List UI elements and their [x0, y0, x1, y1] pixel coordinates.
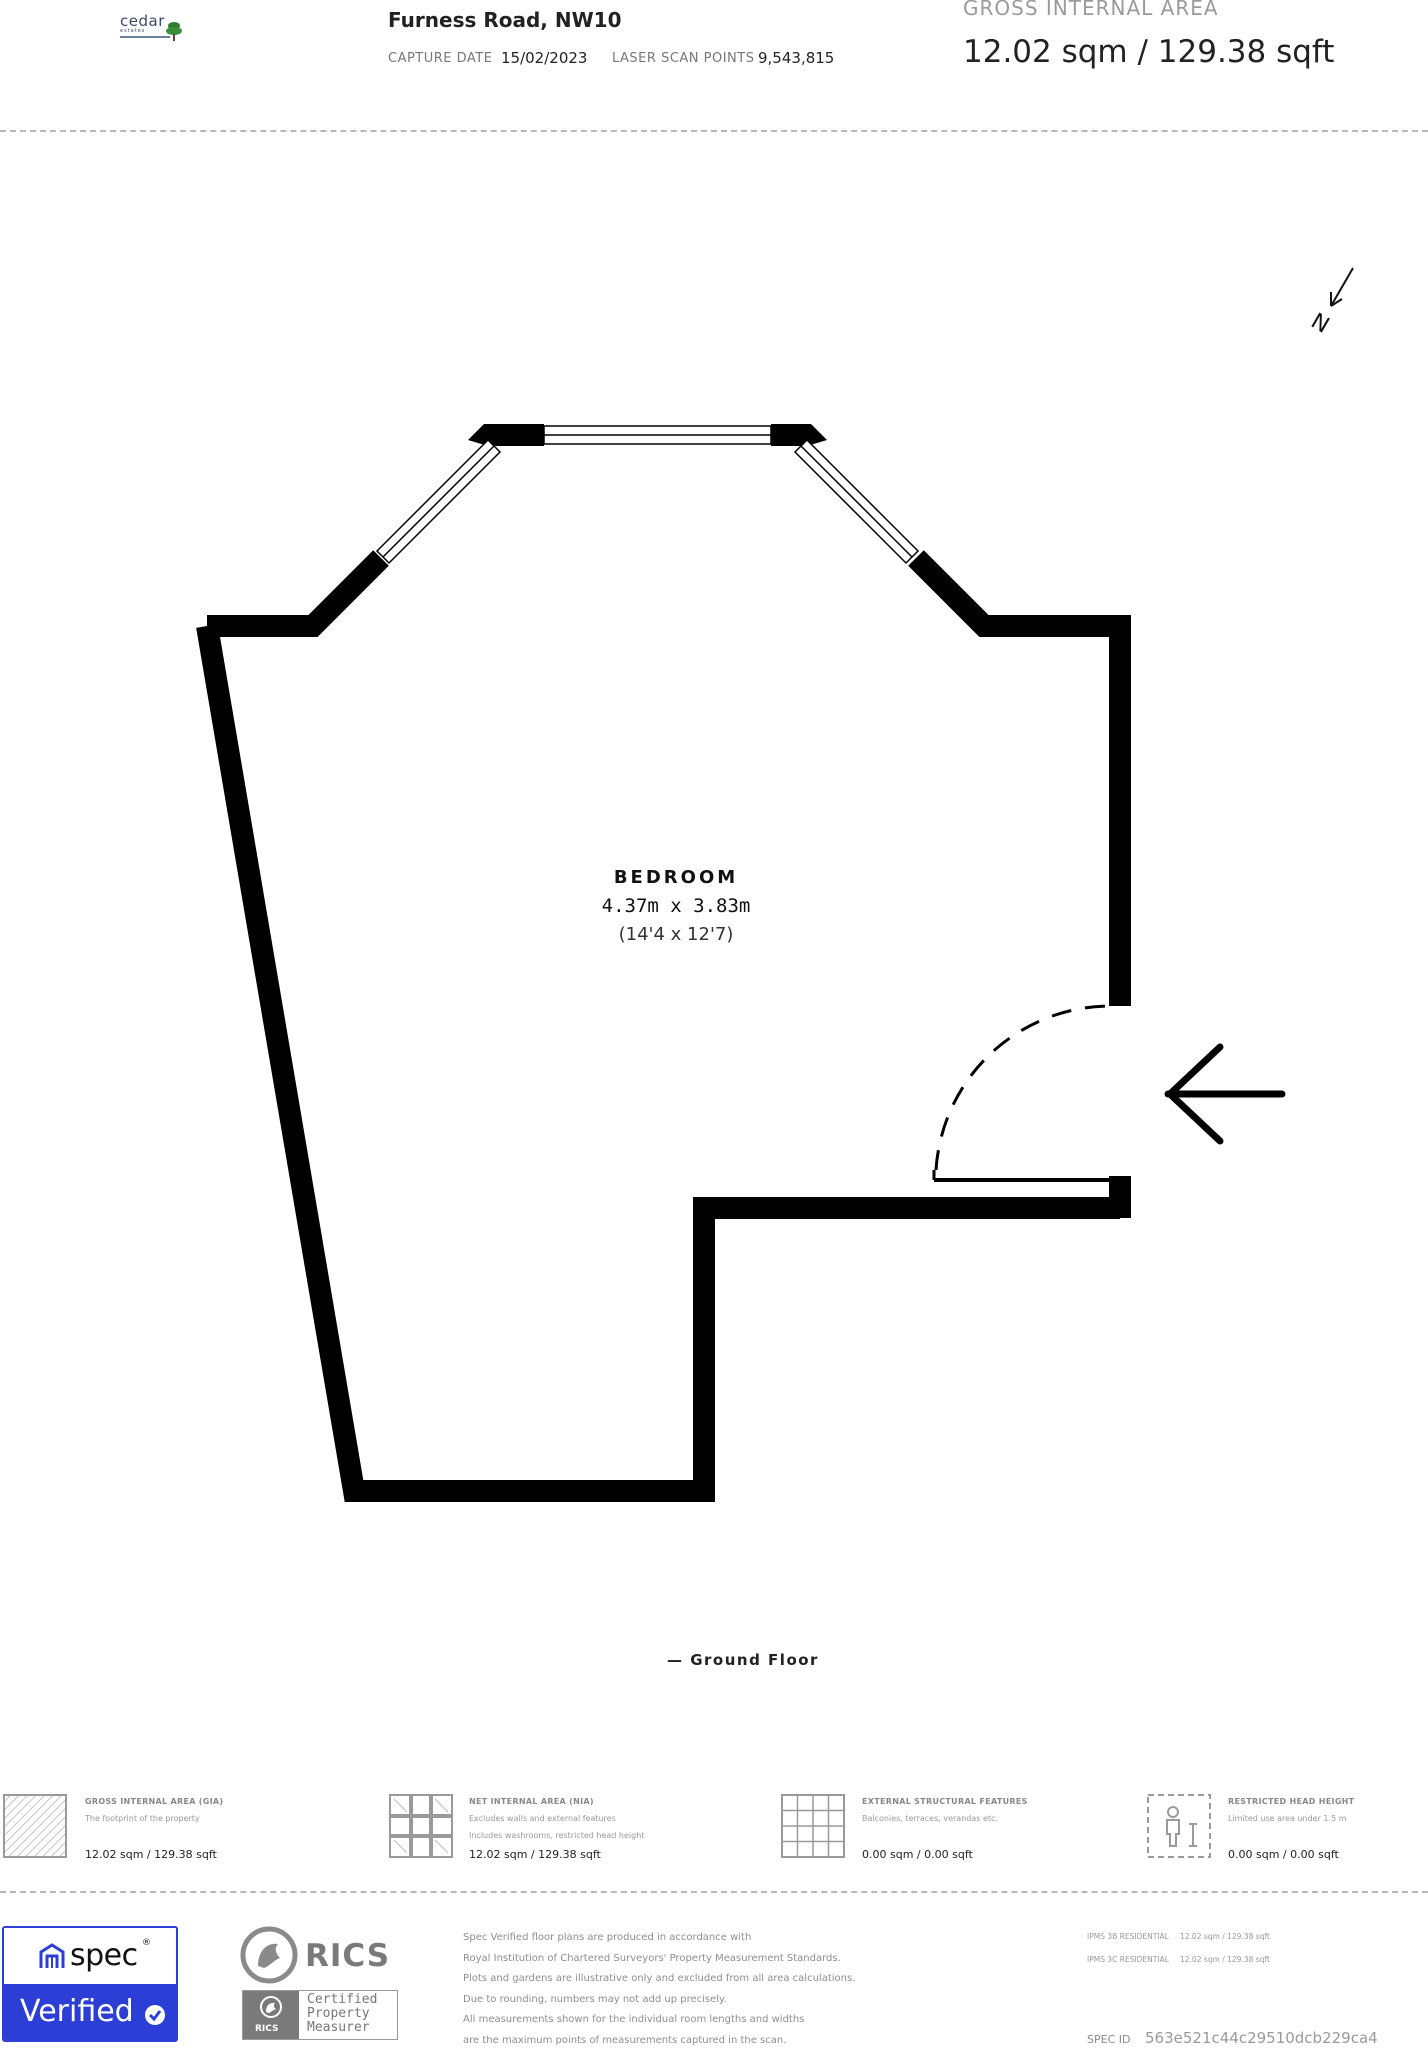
verified-label: Verified [20, 1994, 134, 2029]
legend-head-title: RESTRICTED HEAD HEIGHT [1228, 1797, 1354, 1806]
gia-hatch-icon [3, 1794, 67, 1858]
spec-id-label: SPEC ID [1087, 2033, 1130, 2046]
legend-gia-title: GROSS INTERNAL AREA (GIA) [85, 1797, 223, 1806]
room-name: BEDROOM [614, 867, 738, 888]
ipms-3c-label: IPMS 3C RESIDENTIAL [1087, 1955, 1169, 1964]
rics-mini-badge: RICS [243, 1991, 299, 2039]
rics-lion-icon [240, 1926, 298, 1984]
legend-gia-desc: The footprint of the property [85, 1814, 200, 1823]
ipms-3b-value: 12.02 sqm / 129.38 sqft [1180, 1932, 1270, 1941]
spec-id-value: 563e521c44c29510dcb229ca4 [1145, 2029, 1378, 2047]
property-address: Furness Road, NW10 [388, 8, 622, 32]
legend-external-title: EXTERNAL STRUCTURAL FEATURES [862, 1797, 1028, 1806]
disclaimer-line: Royal Institution of Chartered Surveyors… [463, 1949, 903, 1970]
spec-wordmark: spec [70, 1938, 138, 1973]
head-height-icon [1147, 1794, 1211, 1858]
arrow-left-icon [1168, 1047, 1282, 1141]
legend-nia: NET INTERNAL AREA (NIA) Excludes walls a… [389, 1792, 769, 1862]
legend-nia-title: NET INTERNAL AREA (NIA) [469, 1797, 594, 1806]
legend-external-value: 0.00 sqm / 0.00 sqft [862, 1848, 973, 1861]
logo-tagline-bar [120, 36, 170, 38]
disclaimer-line: Spec Verified floor plans are produced i… [463, 1928, 903, 1949]
legend-head-height: RESTRICTED HEAD HEIGHT Limited use area … [1147, 1792, 1427, 1862]
legend-nia-desc-1: Excludes walls and external features [469, 1814, 616, 1823]
spec-house-icon [38, 1942, 66, 1970]
grid-icon [781, 1794, 845, 1858]
cedar-estates-logo: cedar estates [120, 14, 184, 48]
rics-cert-line-3: Measurer [307, 2021, 377, 2035]
room-dimensions-metric: 4.37m x 3.83m [602, 895, 751, 917]
room-walls [207, 424, 1131, 1491]
capture-date-value: 15/02/2023 [501, 49, 587, 67]
rics-mini-label: RICS [255, 2024, 279, 2034]
rics-cert-line-2: Property [307, 2007, 377, 2021]
legend-external-desc: Balconies, terraces, verandas etc. [862, 1814, 998, 1823]
floor-plan: N BEDROOM 4.37m x 3.83m (14 [0, 130, 1428, 1550]
legend-head-value: 0.00 sqm / 0.00 sqft [1228, 1848, 1339, 1861]
laser-scan-value: 9,543,815 [758, 49, 834, 67]
gia-value: 12.02 sqm / 129.38 sqft [963, 34, 1334, 70]
rics-certified-box: RICS Certified Property Measurer [242, 1990, 398, 2040]
check-badge-icon [144, 2004, 166, 2026]
ipms-3b-label: IPMS 3B RESIDENTIAL [1087, 1932, 1169, 1941]
disclaimer-text: Spec Verified floor plans are produced i… [463, 1928, 903, 2051]
capture-date-label: CAPTURE DATE [388, 51, 492, 66]
laser-scan-label: LASER SCAN POINTS [612, 51, 754, 66]
door-swing [934, 1006, 1112, 1180]
legend-external: EXTERNAL STRUCTURAL FEATURES Balconies, … [781, 1792, 1141, 1862]
windows [377, 426, 918, 563]
gia-title: GROSS INTERNAL AREA [963, 0, 1219, 20]
tree-icon [164, 20, 184, 42]
legend-gia: GROSS INTERNAL AREA (GIA) The footprint … [3, 1792, 383, 1862]
legend-gia-value: 12.02 sqm / 129.38 sqft [85, 1848, 217, 1861]
legend-head-desc: Limited use area under 1.5 m [1228, 1814, 1347, 1823]
rics-mini-lion-icon [257, 1995, 285, 2019]
rics-wordmark: RICS [305, 1938, 390, 1974]
spec-verified-badge: spec ® Verified [2, 1926, 178, 2042]
ipms-3c-value: 12.02 sqm / 129.38 sqft [1180, 1955, 1270, 1964]
registered-mark: ® [142, 1938, 151, 1948]
compass-north-label: N [1308, 306, 1335, 336]
compass-icon: N [1308, 268, 1353, 336]
room-dimensions-imperial: (14'4 x 12'7) [619, 924, 734, 945]
footer-divider [0, 1891, 1428, 1893]
rics-cert-line-1: Certified [307, 1993, 377, 2007]
legend-nia-value: 12.02 sqm / 129.38 sqft [469, 1848, 601, 1861]
disclaimer-line: Plots and gardens are illustrative only … [463, 1969, 903, 1990]
nia-plan-icon [389, 1794, 453, 1858]
floor-label: — Ground Floor [667, 1651, 819, 1669]
legend-nia-desc-2: Includes washrooms, restricted head heig… [469, 1831, 644, 1840]
disclaimer-line: Due to rounding, numbers may not add up … [463, 1990, 903, 2011]
disclaimer-line: All measurements shown for the individua… [463, 2010, 903, 2031]
